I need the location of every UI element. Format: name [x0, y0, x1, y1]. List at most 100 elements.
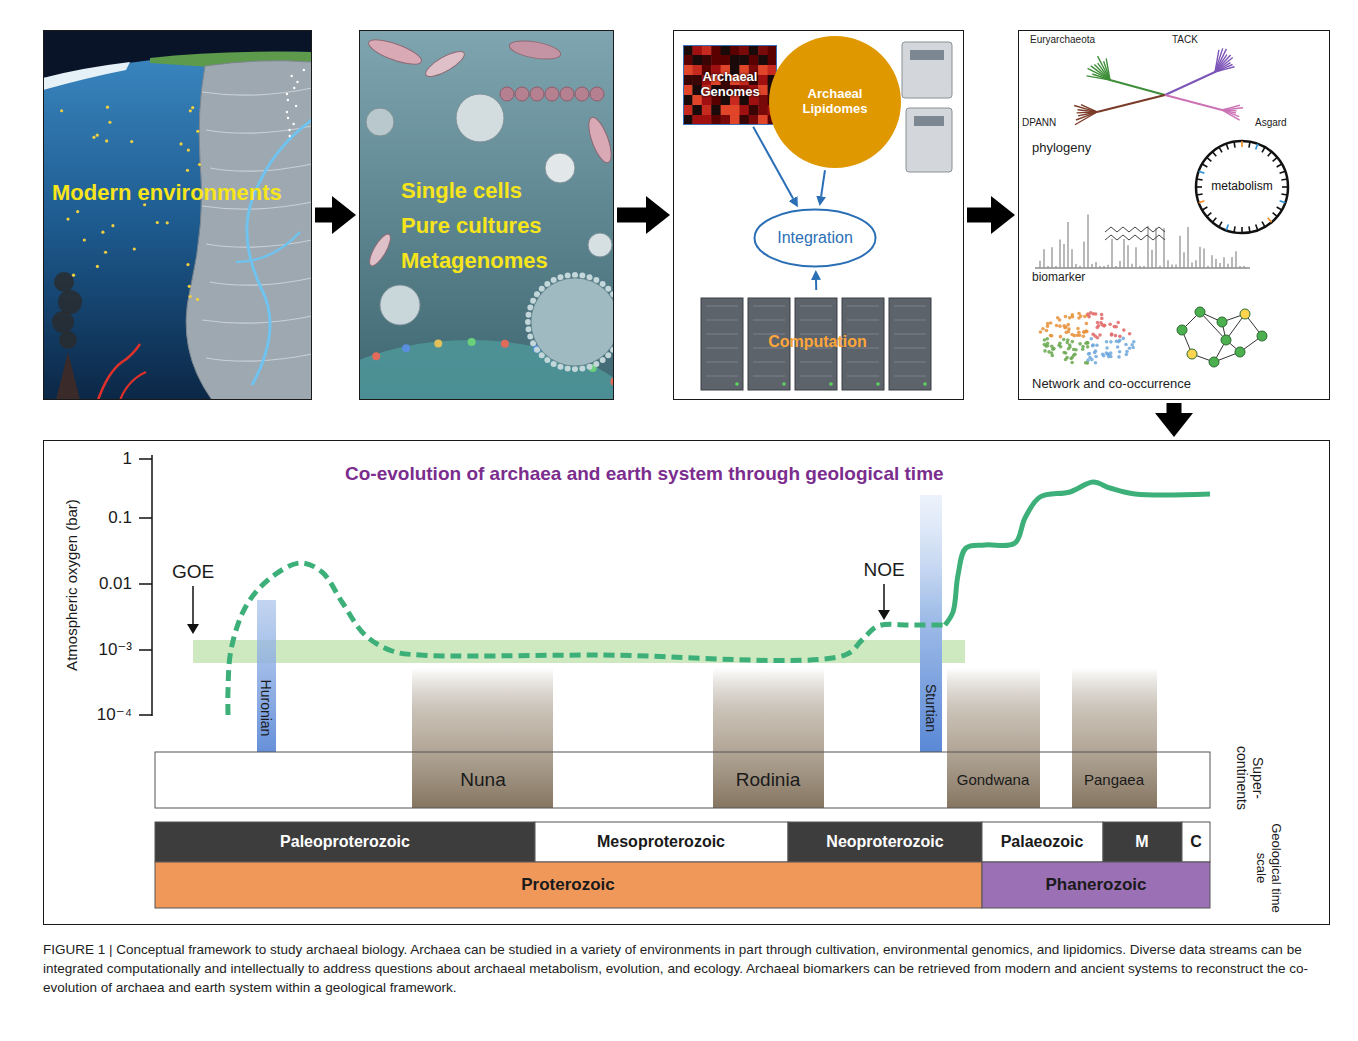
heatmap-frame [684, 46, 777, 125]
heatmap-cell [758, 55, 768, 66]
ring-tick [1197, 194, 1203, 195]
method-label: Single cells [401, 178, 522, 203]
heatmap-cell [683, 65, 693, 76]
ring-tick [1281, 194, 1287, 195]
strata-line [202, 88, 312, 95]
spectrum-peak [1135, 247, 1136, 268]
ring-tick [1249, 226, 1250, 232]
network-dot [1085, 322, 1089, 326]
bubble [303, 69, 305, 71]
network-dot [1041, 327, 1045, 331]
network-dot [1114, 334, 1118, 338]
network-dot [1073, 352, 1077, 356]
analysis-label: DPANN [1022, 117, 1056, 129]
particle [108, 121, 111, 124]
bubble [288, 135, 290, 137]
particle [76, 210, 79, 213]
network-dot [1064, 315, 1068, 319]
tree-branch [1098, 56, 1110, 80]
coccus-cell [380, 285, 420, 325]
tree-branch [1097, 95, 1165, 112]
network-dot [1062, 324, 1066, 328]
network-dot [1051, 354, 1055, 358]
heatmap-cell [702, 105, 712, 116]
spectrum-peak [1139, 266, 1140, 268]
heatmap-cell [739, 105, 749, 116]
cell-spike [579, 273, 585, 279]
block-arrow [315, 208, 332, 223]
rack-slot [894, 348, 926, 349]
bubble [293, 87, 295, 89]
network-dot [1116, 321, 1120, 325]
tree-branch [1165, 95, 1222, 110]
ring-tick [1256, 144, 1258, 150]
network-node [1217, 317, 1227, 327]
era-label: Paleoproterozoic [280, 833, 410, 851]
network-dot [1059, 335, 1063, 339]
method-label: Pure cultures [401, 213, 542, 238]
era-cell [788, 822, 982, 862]
heatmap-cell [692, 55, 702, 66]
genome-heatmap: Archaeal Genomes [683, 45, 777, 125]
ring-tick [1241, 227, 1243, 233]
network-dot [1078, 342, 1082, 346]
spectrum-peak [1231, 257, 1232, 268]
network-dot [1082, 334, 1086, 338]
glaciation-label: Sturtian [923, 684, 939, 732]
spectrum-peak [1223, 257, 1224, 268]
heatmap-cell [768, 45, 777, 56]
spectrum-peak [1119, 261, 1120, 268]
eon-cell [155, 862, 982, 908]
spectrum-peak [1199, 247, 1200, 268]
ring-tick [1219, 222, 1222, 227]
spectrum-peak [1207, 266, 1208, 268]
supercontinent-label: Rodinia [736, 769, 800, 791]
eon-label: Phanerozoic [1045, 875, 1146, 895]
spectrum-peak [1175, 265, 1176, 268]
spectrum-peak [1187, 227, 1188, 268]
spectrum-peak [1087, 214, 1088, 268]
tree-branch [1222, 108, 1243, 110]
spectrum-peak [1111, 239, 1112, 268]
heatmap-cell [730, 45, 740, 56]
coccus-cell [366, 108, 394, 136]
network-dot [1094, 361, 1098, 365]
network-dot [1065, 356, 1069, 360]
event-label: GOE [172, 561, 214, 583]
heatmap-cell [730, 55, 740, 66]
network-node [1195, 307, 1205, 317]
coccus-cell [545, 153, 575, 183]
membrane-protein [434, 339, 442, 347]
bubble [295, 105, 297, 107]
ring-tick [1202, 207, 1207, 210]
network-dot [1117, 355, 1121, 359]
rack-slot [894, 376, 926, 377]
spectrum-peak [1239, 266, 1240, 268]
cell-spike [565, 273, 571, 279]
tree-branch [1075, 112, 1097, 125]
spectrum-peak [1127, 245, 1128, 268]
cell-chain [590, 87, 604, 101]
axis-tick-label: 10⁻⁴ [97, 705, 132, 725]
spectrum-peak [1047, 266, 1048, 268]
network-link [1200, 312, 1226, 340]
heatmap-cell [758, 45, 768, 56]
network-dot [1071, 315, 1075, 319]
cell-chain [530, 87, 544, 101]
ring-tick [1256, 225, 1258, 231]
ring-tick [1226, 225, 1228, 231]
rod-cell [366, 231, 394, 268]
network-dot [1107, 355, 1111, 359]
ring-tick [1241, 141, 1243, 147]
heatmap-cell [692, 75, 702, 86]
rack-led [782, 382, 786, 386]
spectrum-axis [1035, 268, 1250, 269]
spectrum-peak [1131, 264, 1132, 268]
membrane-protein [501, 340, 509, 348]
y-axis [151, 455, 153, 716]
spectrum-peak [1191, 263, 1192, 268]
rack-led [735, 382, 739, 386]
era-label: Neoproterozoic [826, 833, 943, 851]
spectrum-peak [1163, 228, 1164, 268]
spectrum-peak [1167, 260, 1168, 268]
